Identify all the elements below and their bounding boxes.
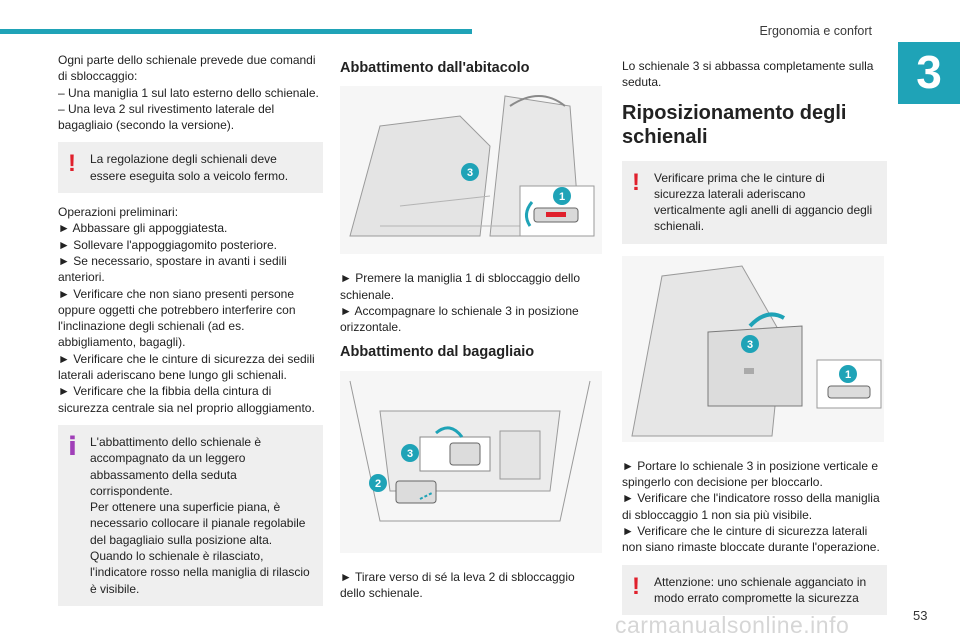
warning-icon: ! (68, 150, 76, 178)
callout-1: 1 (559, 191, 565, 203)
list-item: ► Verificare che non siano presenti pers… (58, 286, 296, 350)
intro-paragraph: Lo schienale 3 si abbassa completamente … (622, 59, 874, 90)
chapter-tab: 3 (898, 42, 960, 104)
illustration-reposition: 3 1 (622, 255, 884, 442)
page-number: 53 (913, 608, 928, 623)
info-text: Quando lo schienale è rilasciato, l'indi… (90, 549, 310, 596)
list-item: ► Portare lo schienale 3 in posizione ve… (622, 458, 879, 490)
warning-text: Verificare prima che le cinture di sicur… (654, 170, 873, 234)
illustration-boot-fold: 3 2 (340, 370, 602, 553)
list-item: ► Verificare che la fibbia della cintura… (58, 384, 315, 415)
list-item: ► Accompagnare lo schienale 3 in posizio… (340, 303, 579, 335)
header-accent-bar (0, 29, 472, 34)
callout-3: 3 (747, 339, 753, 351)
watermark: carmanualsonline.info (615, 612, 850, 638)
info-note: i L'abbattimento dello schienale è accom… (58, 424, 323, 606)
callout-3: 3 (407, 448, 413, 460)
column-1: Ogni parte dello schienale prevede due c… (58, 52, 323, 617)
warning-text: La regolazione degli schienali deve esse… (90, 152, 289, 183)
reposition-illustration: 3 1 (622, 255, 884, 442)
steps-cabin: ► Premere la maniglia 1 di sbloccaggio d… (340, 270, 603, 335)
column-2: Abbattimento dall'abitacolo 1 3 ► Premer… (340, 60, 603, 610)
warning-note: ! Verificare prima che le cinture di sic… (622, 160, 887, 244)
list-item: ► Verificare che l'indicatore rosso dell… (622, 491, 880, 522)
list-item: ► Se necessario, spostare in avanti i se… (58, 253, 287, 285)
warning-note: ! La regolazione degli schienali deve es… (58, 142, 323, 194)
warning-text: Attenzione: uno schienale agganciato in … (654, 574, 867, 605)
preliminary-list: Operazioni preliminari: ► Abbassare gli … (58, 204, 323, 416)
illustration-cabin-fold: 1 3 (340, 86, 602, 255)
intro-line: – Una maniglia 1 sul lato esterno dello … (58, 85, 319, 100)
callout-1: 1 (845, 369, 851, 381)
warning-icon: ! (632, 572, 640, 600)
callout-3: 3 (467, 167, 473, 179)
steps-reposition: ► Portare lo schienale 3 in posizione ve… (622, 458, 887, 556)
intro-paragraph: Ogni parte dello schienale prevede due c… (58, 52, 323, 133)
steps-boot: ► Tirare verso di sé la leva 2 di sblocc… (340, 569, 603, 602)
boot-illustration: 3 2 (340, 370, 602, 553)
warning-icon: ! (632, 168, 640, 196)
column-3: Lo schienale 3 si abbassa completamente … (622, 52, 887, 626)
preliminary-title: Operazioni preliminari: (58, 205, 179, 220)
section-heading-cabin: Abbattimento dall'abitacolo (340, 60, 530, 76)
info-icon: i (68, 431, 77, 462)
callout-2: 2 (375, 478, 381, 490)
warning-note: ! Attenzione: uno schienale agganciato i… (622, 564, 887, 616)
seat-illustration: 1 3 (340, 86, 602, 255)
list-item: ► Abbassare gli appoggiatesta. (58, 221, 228, 236)
info-text: Per ottenere una superficie piana, è nec… (90, 500, 306, 547)
section-heading-boot: Abbattimento dal bagagliaio (340, 344, 535, 361)
list-item: ► Verificare che le cinture di sicurezza… (58, 351, 315, 383)
list-item: ► Tirare verso di sé la leva 2 di sblocc… (340, 569, 575, 601)
section-heading-reposition: Riposizionamento degli schienali (622, 101, 847, 148)
info-text: L'abbattimento dello schienale è accompa… (90, 434, 262, 498)
list-item: ► Premere la maniglia 1 di sbloccaggio d… (340, 271, 580, 302)
list-item: ► Verificare che le cinture di sicurezza… (622, 523, 880, 555)
intro-line: – Una leva 2 sul rivestimento laterale d… (58, 101, 275, 133)
section-title: Ergonomia e confort (759, 24, 872, 38)
intro-line: Ogni parte dello schienale prevede due c… (58, 53, 316, 84)
list-item: ► Sollevare l'appoggiagomito posteriore. (58, 237, 277, 252)
